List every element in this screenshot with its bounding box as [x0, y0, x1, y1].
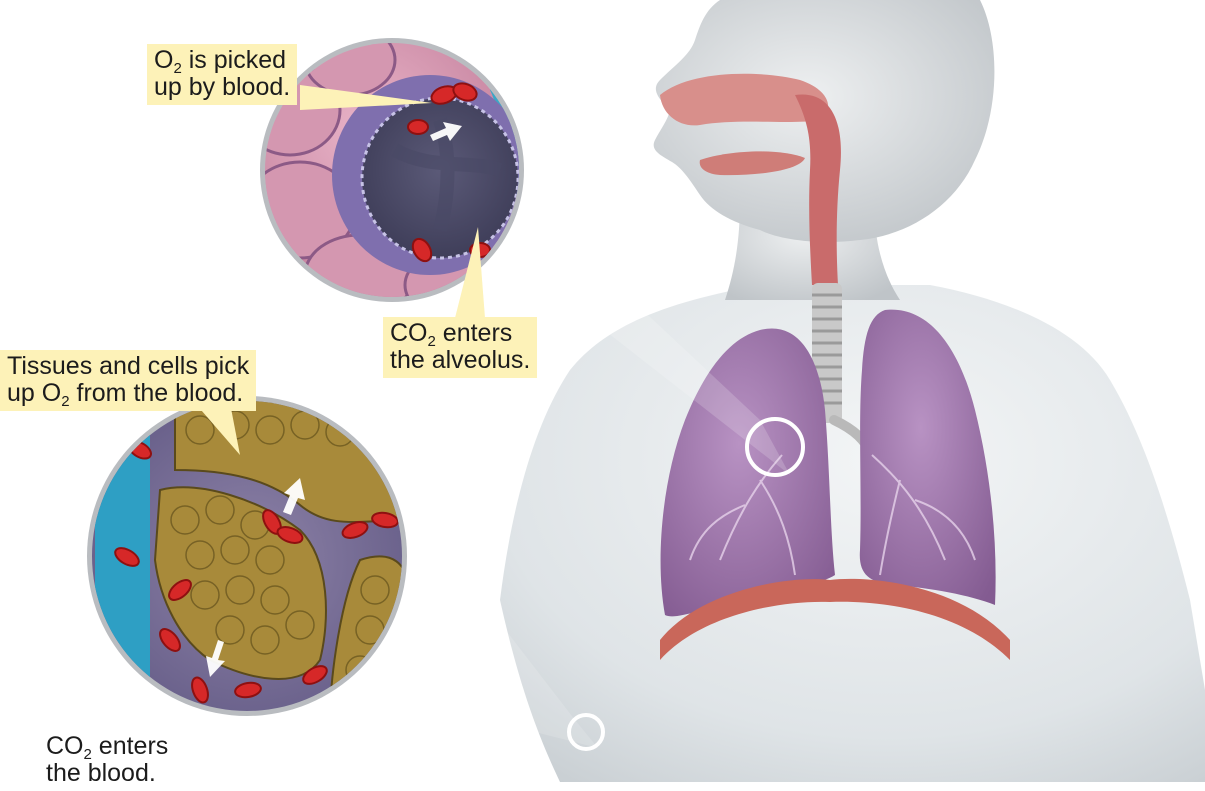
label-o2-picked-up: O2 is picked up by blood. — [147, 44, 297, 105]
label-line-2: the alveolus. — [390, 347, 530, 374]
label-tissues-pick-up-o2: Tissues and cells pick up O2 from the bl… — [0, 350, 256, 411]
label-line-1: Tissues and cells pick — [7, 353, 249, 380]
label-line-1: CO2 enters — [46, 733, 168, 760]
label-line-2: the blood. — [46, 760, 168, 787]
label-line-1: O2 is picked — [154, 47, 290, 74]
label-co2-enters-alveolus: CO2 enters the alveolus. — [383, 317, 537, 378]
shirt — [500, 285, 1205, 782]
label-line-2: up by blood. — [154, 74, 290, 101]
label-line-2: up O2 from the blood. — [7, 380, 249, 407]
label-line-1: CO2 enters — [390, 320, 530, 347]
